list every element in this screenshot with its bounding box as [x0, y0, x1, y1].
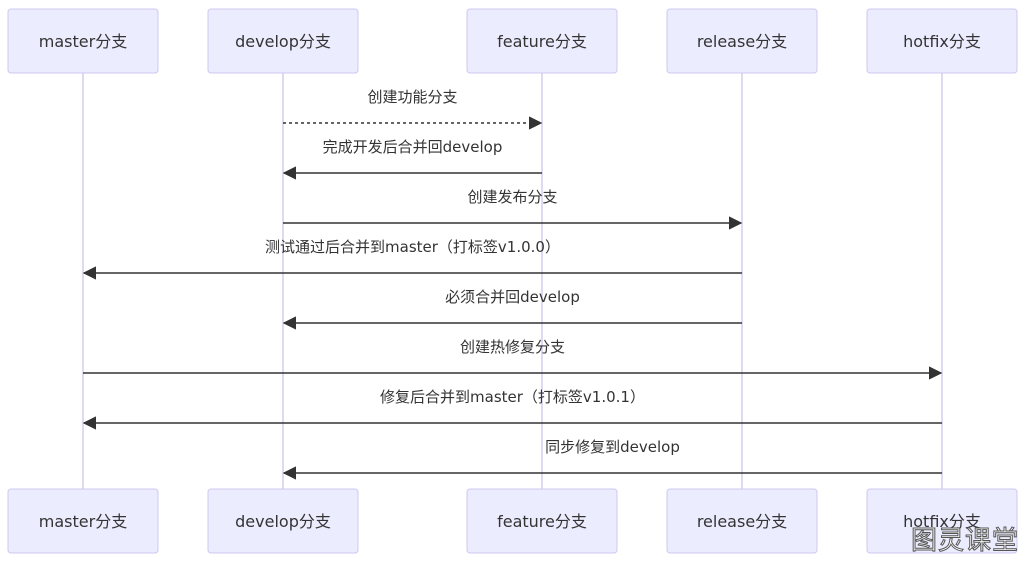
actor-feature-bottom: feature分支: [466, 488, 618, 554]
actor-label: develop分支: [235, 32, 331, 51]
message-8: 同步修复到develop: [282, 438, 942, 480]
actor-feature-top: feature分支: [466, 8, 618, 74]
actor-label: release分支: [697, 512, 787, 531]
actor-label: master分支: [39, 512, 127, 531]
actor-label: master分支: [39, 32, 127, 51]
actor-label: hotfix分支: [903, 512, 981, 531]
message-label: 创建热修复分支: [460, 338, 565, 356]
actor-label: hotfix分支: [903, 32, 981, 51]
actor-box: [666, 8, 818, 74]
actor-hotfix-top: hotfix分支: [866, 8, 1018, 74]
message-2: 完成开发后合并回develop: [282, 138, 542, 180]
message-1: 创建功能分支: [283, 88, 543, 130]
message-6: 创建热修复分支: [83, 338, 943, 380]
actor-master-bottom: master分支: [7, 488, 159, 554]
actor-box: [866, 488, 1018, 554]
actor-hotfix-bottom: hotfix分支: [866, 488, 1018, 554]
actor-label: feature分支: [497, 32, 587, 51]
actor-release-top: release分支: [666, 8, 818, 74]
message-label: 测试通过后合并到master（打标签v1.0.0）: [265, 238, 560, 256]
message-4: 测试通过后合并到master（打标签v1.0.0）: [82, 238, 742, 280]
actor-master-top: master分支: [7, 8, 159, 74]
watermark-logo: 图灵课堂: [910, 526, 1019, 557]
message-label: 修复后合并到master（打标签v1.0.1）: [380, 388, 645, 406]
actor-label: feature分支: [497, 512, 587, 531]
actor-box: [466, 8, 618, 74]
actor-box: [207, 8, 359, 74]
message-label: 同步修复到develop: [545, 438, 680, 456]
actor-box: [466, 488, 618, 554]
message-7: 修复后合并到master（打标签v1.0.1）: [82, 388, 942, 430]
actor-box: [866, 8, 1018, 74]
message-label: 创建发布分支: [467, 188, 557, 206]
actor-label: release分支: [697, 32, 787, 51]
actor-box: [207, 488, 359, 554]
message-label: 完成开发后合并回develop: [323, 138, 503, 156]
actor-release-bottom: release分支: [666, 488, 818, 554]
actor-box: [7, 8, 159, 74]
actor-box: [7, 488, 159, 554]
message-3: 创建发布分支: [283, 188, 743, 230]
actor-develop-top: develop分支: [207, 8, 359, 74]
message-label: 创建功能分支: [367, 88, 457, 106]
message-label: 必须合并回develop: [445, 288, 580, 306]
actor-box: [666, 488, 818, 554]
actor-label: develop分支: [235, 512, 331, 531]
message-5: 必须合并回develop: [282, 288, 742, 330]
actor-develop-bottom: develop分支: [207, 488, 359, 554]
